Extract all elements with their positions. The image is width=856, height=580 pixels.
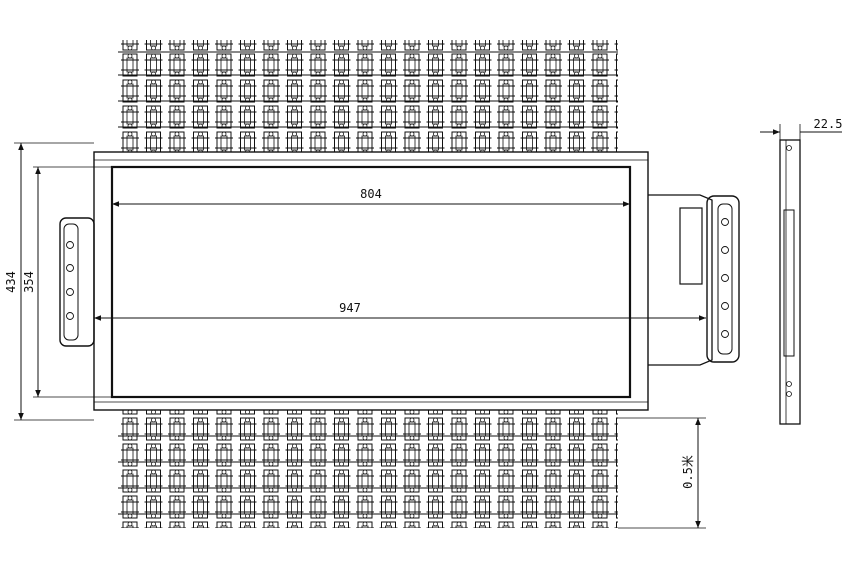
dimension-spacing-label: 0.5米 [681, 455, 695, 489]
dimension-947: 947 [94, 301, 706, 321]
dimension-22-5: 22.5 [760, 117, 842, 140]
dimension-434-label: 434 [4, 271, 18, 293]
side-view [779, 139, 801, 425]
top-chain-mat [118, 40, 618, 152]
right-handle [648, 194, 740, 366]
dimension-354: 354 [22, 166, 112, 398]
bottom-chain-mat [118, 410, 618, 528]
dimension-947-label: 947 [339, 301, 361, 315]
dimension-434: 434 [4, 142, 94, 421]
main-frame [93, 151, 649, 411]
dimension-354-label: 354 [22, 271, 36, 293]
dimension-22-5-label: 22.5 [814, 117, 843, 131]
left-handle [59, 217, 95, 347]
dimension-spacing: 0.5米 [618, 417, 706, 529]
dimension-804-label: 804 [360, 187, 382, 201]
dimension-804: 804 [112, 187, 630, 207]
